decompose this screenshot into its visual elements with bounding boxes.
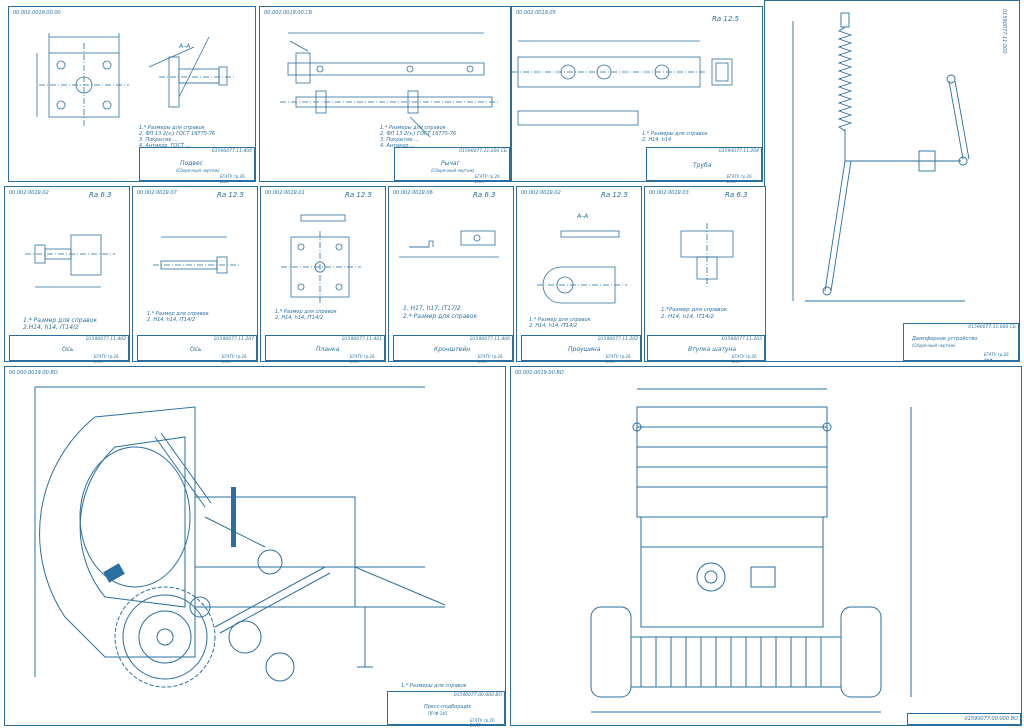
title-block: 01590077.11.406 Кронштейн ЕГАТУ гр.26 ин…	[393, 335, 513, 364]
title-block: 01590077.11.000 СБ Демпферное устройство…	[903, 323, 1019, 362]
podves-drawing	[36, 33, 234, 127]
kronshtein-drawing	[399, 230, 499, 258]
rychag-drawing	[280, 32, 500, 138]
title-block: 01590077.11.401 Планка ЕГАТУ гр.26 инж	[265, 335, 385, 364]
title-block: 01590077.11.203 Втулка шатуна ЕГАТУ гр.2…	[647, 335, 765, 364]
sheet-corner-code: 00.002.0019.01	[265, 190, 305, 196]
title-block: 01590077.00.000 ВО Пресс-подборщик ПР-Ф-…	[387, 691, 505, 728]
drawing-sheet-rychag: 00.002.0019.00.СБ 1.* Размеры для справо…	[259, 6, 511, 184]
roughness-mark: Ra 6.3	[473, 191, 496, 199]
sheet-corner-code: 00.002.0019.06	[393, 190, 433, 196]
section-label: А–А	[577, 213, 589, 220]
title-block: 01590077.00.000 ВО	[907, 713, 1021, 725]
drawing-sheet-dempfer: 01590077.11.000 01590077.11.000 СБ Демпф…	[764, 0, 1020, 362]
proushina-drawing	[537, 230, 627, 304]
sheet-corner-code: 00.002.0019.05	[516, 10, 556, 16]
drawing-sheet-vtulka: 00.002.0019.03 Ra 6.3 1.*Размер для спра…	[644, 186, 766, 364]
sheet-corner-code: 00.002.0019.02	[521, 190, 561, 196]
drawing-sheet-kronshtein: 00.002.0019.06 Ra 6.3 1. Н17, h17, IT17/…	[388, 186, 514, 364]
sheet-corner-code: 00.002.0019.00.00	[13, 10, 61, 16]
sheet-corner-code: 00.000.0019.00.ВО	[9, 370, 58, 376]
os-drawing	[25, 234, 115, 288]
sheet-corner-code: 00.002.0019.03	[649, 190, 689, 196]
sheet-corner-code: 00.000.0019.00.ВО	[515, 370, 564, 376]
title-block: 01590077.11.402 Ось ЕГАТУ гр.26 инж	[9, 335, 129, 364]
sheet-corner-code: 00.002.0019.02	[9, 190, 49, 196]
drawing-sheet-planka: 00.002.0019.01 Ra 12.5 1.* Размер для сп…	[260, 186, 386, 364]
drawing-sheet-truba: 00.002.0019.05 Ra 12.5 1.* Размеры для с…	[511, 6, 763, 184]
tech-notes: 1.* Размеры для справок	[401, 683, 467, 689]
roughness-mark: Ra 12.5	[217, 191, 244, 199]
dempfer-drawing	[792, 12, 970, 302]
drawing-sheet-os-1: 00.002.0019.02 Ra 6.3 1.* Размер для спр…	[4, 186, 130, 364]
roughness-mark: Ra 6.3	[725, 191, 748, 199]
title-block: 01590077.11.202 Проушина ЕГАТУ гр.26 инж	[521, 335, 641, 364]
press-side-drawing	[34, 386, 446, 688]
drawing-sheet-os-2: 00.002.0019.07 Ra 12.5 1.* Размер для сп…	[132, 186, 258, 364]
title-block: 01590077.11.406 Подвес (Сборочный чертеж…	[139, 147, 255, 184]
drawing-sheet-podves: 00.002.0019.00.00 А–А 1.* Размеры для сп…	[8, 6, 256, 184]
drawing-sheet-press-front: 00.000.0019.00.ВО 01590077.00.000 ВО	[510, 366, 1022, 726]
roughness-mark: Ra 12.5	[601, 191, 628, 199]
vtulka-drawing	[680, 223, 734, 287]
title-block: 01590077.11.200 СБ Рычаг (Сборочный черт…	[394, 147, 510, 184]
roughness-mark: Ra 6.3	[89, 191, 112, 199]
title-block: 01590077.11.207 Ось ЕГАТУ гр.26 инж	[137, 335, 257, 364]
planka-drawing	[281, 214, 361, 305]
sheet-corner-code: 00.002.0019.00.СБ	[264, 10, 313, 16]
drawing-sheet-proushina: 00.002.0019.02 Ra 12.5 А–А 1.* Размер дл…	[516, 186, 642, 364]
truba-drawing	[512, 40, 733, 126]
title-block: 01590077.11.204 Труба ЕГАТУ гр.26 инж	[646, 147, 762, 184]
section-label: А–А	[179, 43, 191, 50]
os-2-drawing	[153, 236, 241, 274]
sheet-corner-code: 00.002.0019.07	[137, 190, 177, 196]
roughness-mark: Ra 12.5	[345, 191, 372, 199]
press-front-drawing	[590, 388, 912, 713]
drawing-sheet-press-side: 00.000.0019.00.ВО 1.* Размеры для справо…	[4, 366, 506, 728]
roughness-mark: Ra 12.5	[712, 15, 739, 23]
sheet-corner-code: 01590077.11.000	[1001, 9, 1007, 54]
